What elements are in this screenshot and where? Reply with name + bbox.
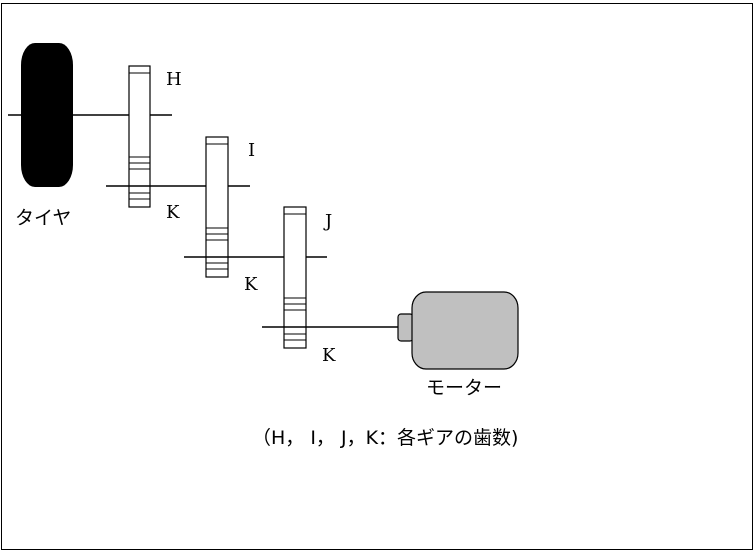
- gear-i-label: I: [248, 140, 256, 161]
- gear-2: [205, 136, 229, 278]
- gear-k-label-1: K: [166, 202, 180, 223]
- gear-3: [283, 206, 307, 349]
- gear-i-body: [205, 136, 229, 278]
- gear-h-label: H: [166, 69, 182, 90]
- gear-j-label: J: [325, 211, 333, 232]
- gear-h-body: [128, 65, 151, 208]
- motor-body: [411, 291, 519, 370]
- gear-k-label-3: K: [322, 345, 336, 366]
- gear-k-label-2: K: [244, 274, 258, 295]
- caption: （H， I， J，K：各ギアの歯数): [252, 427, 519, 449]
- gear-j-body: [283, 206, 307, 349]
- tire-label: タイヤ: [15, 207, 72, 229]
- gear-1: [128, 65, 151, 208]
- motor-nub: [397, 313, 414, 342]
- motor-label: モーター: [426, 377, 503, 399]
- page-frame: [1, 3, 753, 550]
